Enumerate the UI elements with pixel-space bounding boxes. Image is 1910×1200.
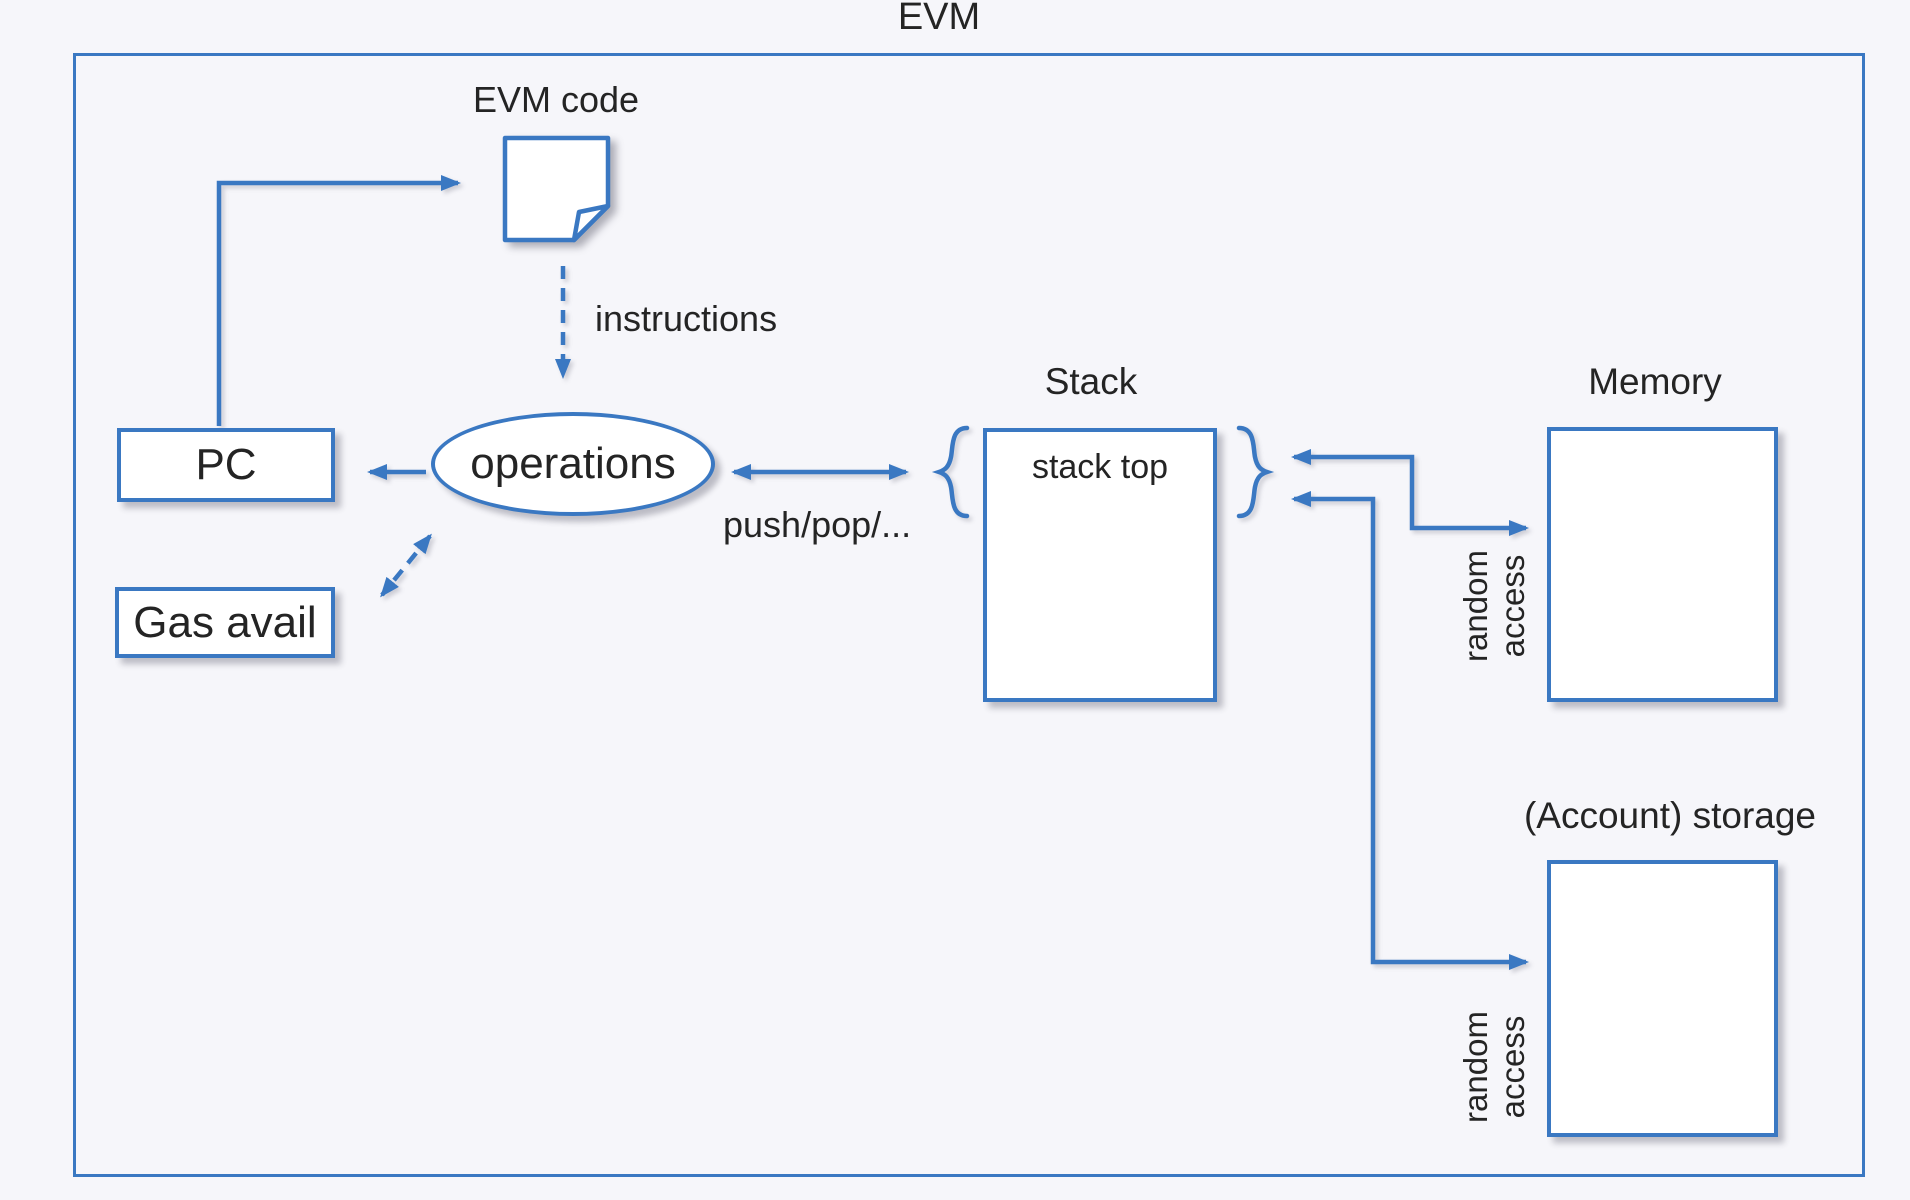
stack-label: Stack bbox=[1044, 361, 1138, 402]
operations-gas-arrow bbox=[380, 533, 432, 598]
pc-to-evm-code-arrow bbox=[216, 175, 461, 426]
push-pop-label: push/pop/... bbox=[723, 504, 912, 545]
storage-random-access-line2: access bbox=[1494, 1015, 1531, 1119]
operations-label: operations bbox=[470, 439, 676, 488]
storage-random-access-label: random access bbox=[1456, 992, 1532, 1142]
gas-avail-label: Gas avail bbox=[133, 597, 317, 647]
storage-label: (Account) storage bbox=[1523, 795, 1817, 836]
evm-code-label: EVM code bbox=[472, 79, 640, 120]
stack-top-label: stack top bbox=[1031, 448, 1169, 486]
memory-random-access-label: random access bbox=[1456, 531, 1532, 681]
storage-box bbox=[1547, 860, 1778, 1137]
pc-box: PC bbox=[117, 428, 335, 502]
operations-ellipse: operations bbox=[431, 412, 715, 516]
stack-left-brace bbox=[931, 425, 970, 519]
memory-random-access-line2: access bbox=[1494, 554, 1531, 658]
stack-box: stack top bbox=[983, 428, 1217, 702]
memory-random-access-line1: random bbox=[1457, 550, 1494, 662]
stack-memory-arrow bbox=[1291, 449, 1529, 536]
document-icon bbox=[502, 135, 611, 243]
storage-random-access-line1: random bbox=[1457, 1011, 1494, 1123]
memory-label: Memory bbox=[1588, 361, 1722, 402]
diagram-title: EVM bbox=[897, 0, 981, 38]
pc-box-label: PC bbox=[195, 440, 257, 489]
stack-right-brace bbox=[1236, 425, 1275, 519]
stack-storage-arrow bbox=[1291, 491, 1529, 970]
evm-boundary-box bbox=[73, 53, 1865, 1177]
instructions-label: instructions bbox=[595, 298, 778, 339]
gas-avail-box: Gas avail bbox=[115, 587, 335, 658]
memory-box bbox=[1547, 427, 1778, 702]
